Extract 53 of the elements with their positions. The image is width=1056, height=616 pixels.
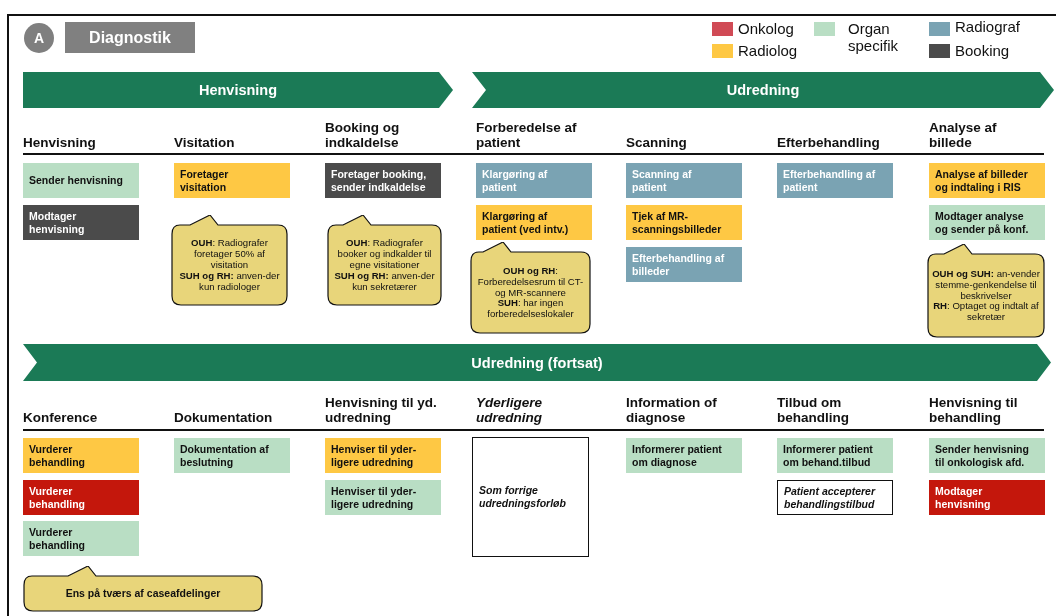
column-header: Forberedelse af patient	[476, 119, 578, 151]
task-box: Efterbehandling af patient	[777, 163, 893, 198]
column-header: Dokumentation	[174, 410, 274, 426]
task-box: Informerer patient om diagnose	[626, 438, 742, 473]
task-box: Scanning af patient	[626, 163, 742, 198]
task-box: Dokumentation af beslutning	[174, 438, 290, 473]
task-box: Vurderer behandling	[23, 480, 139, 515]
task-box: Modtager henvisning	[929, 480, 1045, 515]
callout-bubble: OUH: Radiografer booker og indkalder til egne visitationer SUH og RH: anven-der kun sekretærer	[327, 215, 442, 306]
task-box: Klargøring af patient	[476, 163, 592, 198]
column-header: Visitation	[174, 135, 236, 151]
column-header: Yderligere udredning	[476, 394, 544, 426]
callout-bubble: OUH og RH: Forberedelsesrum til CT- og MR-scannere SUH: har ingen forberedelseslokaler	[470, 242, 591, 334]
callout-bubble: OUH og SUH: an-vender stemme-genkendelse til beskrivelser RH: Optaget og indtalt af sekretær	[927, 244, 1045, 338]
task-box: Sender henvisning til onkologisk afd.	[929, 438, 1045, 473]
column-header: Information of diagnose	[626, 394, 718, 426]
task-box: Som forrige udredningsforløb	[472, 437, 589, 557]
column-header: Tilbud om behandling	[777, 394, 850, 426]
callout-bubble: OUH: Radiografer foretager 50% af visitation SUH og RH: anven-der kun radiologer	[171, 215, 288, 306]
task-box: Patient accepterer behandlingstilbud	[777, 480, 893, 515]
column-header: Henvisning	[23, 135, 97, 151]
task-box: Foretager visitation	[174, 163, 290, 198]
legend-label: Onkolog	[738, 20, 795, 38]
legend-label: Radiograf	[955, 18, 1022, 36]
column-header: Henvisning til yd. udredning	[325, 394, 438, 426]
column-header: Henvisning til behandling	[929, 394, 1019, 426]
task-box: Analyse af billeder og indtaling i RIS	[929, 163, 1045, 198]
title-banner: Diagnostik	[65, 22, 195, 53]
phase-chevron: Udredning (fortsat)	[23, 344, 1051, 381]
legend-label: Radiolog	[738, 42, 799, 60]
task-box: Efterbehandling af billeder	[626, 247, 742, 282]
legend-label: Organ specifik	[848, 20, 900, 55]
phase-chevron: Udredning	[472, 72, 1054, 108]
column-header: Analyse af billede	[929, 119, 998, 151]
task-box: Informerer patient om behand.tilbud	[777, 438, 893, 473]
task-box: Klargøring af patient (ved intv.)	[476, 205, 592, 240]
phase-chevron: Henvisning	[23, 72, 453, 108]
task-box: Henviser til yder-ligere udredning	[325, 480, 441, 515]
task-box: Vurderer behandling	[23, 521, 139, 556]
legend-label: Booking	[955, 42, 1011, 60]
task-box: Vurderer behandling	[23, 438, 139, 473]
task-box: Sender henvisning	[23, 163, 139, 198]
callout-bubble: Ens på tværs af caseafdelinger	[23, 566, 263, 612]
column-header: Booking og indkaldelse	[325, 119, 401, 151]
task-box: Henviser til yder-ligere udredning	[325, 438, 441, 473]
task-box: Tjek af MR-scanningsbilleder	[626, 205, 742, 240]
column-header: Konference	[23, 410, 99, 426]
task-box: Modtager analyse og sender på konf.	[929, 205, 1045, 240]
column-header: Scanning	[626, 135, 688, 151]
task-box: Modtager henvisning	[23, 205, 139, 240]
column-header: Efterbehandling	[777, 135, 881, 151]
section-badge: A	[24, 23, 54, 53]
task-box: Foretager booking, sender indkaldelse	[325, 163, 441, 198]
